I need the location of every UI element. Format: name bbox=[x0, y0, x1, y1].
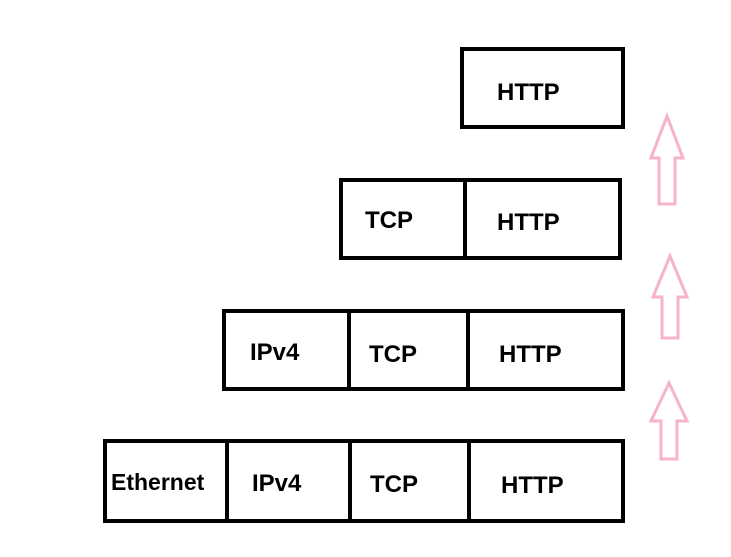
layer-row-ipv4: IPv4 TCP HTTP bbox=[222, 309, 625, 391]
up-arrow-icon bbox=[648, 379, 690, 461]
tcp-cell: TCP bbox=[347, 313, 466, 387]
tcp-label: TCP bbox=[369, 341, 417, 368]
http-cell: HTTP bbox=[467, 443, 621, 519]
ethernet-label: Ethernet bbox=[111, 469, 205, 495]
layer-row-tcp: TCP HTTP bbox=[339, 178, 622, 260]
http-cell: HTTP bbox=[466, 313, 621, 387]
http-cell: HTTP bbox=[464, 51, 621, 125]
http-label: HTTP bbox=[499, 341, 562, 368]
http-label: HTTP bbox=[501, 472, 564, 499]
ipv4-cell: IPv4 bbox=[226, 313, 347, 387]
up-arrow-icon bbox=[648, 111, 686, 206]
tcp-cell: TCP bbox=[343, 182, 463, 256]
tcp-cell: TCP bbox=[348, 443, 467, 519]
ipv4-cell: IPv4 bbox=[225, 443, 348, 519]
up-arrow-icon bbox=[650, 252, 690, 340]
layer-row-http: HTTP bbox=[460, 47, 625, 129]
ipv4-label: IPv4 bbox=[250, 339, 300, 366]
http-label: HTTP bbox=[497, 209, 560, 236]
layer-row-ethernet: Ethernet IPv4 TCP HTTP bbox=[103, 439, 625, 523]
http-label: HTTP bbox=[497, 79, 560, 106]
tcp-label: TCP bbox=[365, 207, 413, 234]
ethernet-cell: Ethernet bbox=[107, 443, 225, 519]
tcp-label: TCP bbox=[370, 471, 418, 498]
ipv4-label: IPv4 bbox=[252, 470, 302, 497]
http-cell: HTTP bbox=[463, 182, 618, 256]
